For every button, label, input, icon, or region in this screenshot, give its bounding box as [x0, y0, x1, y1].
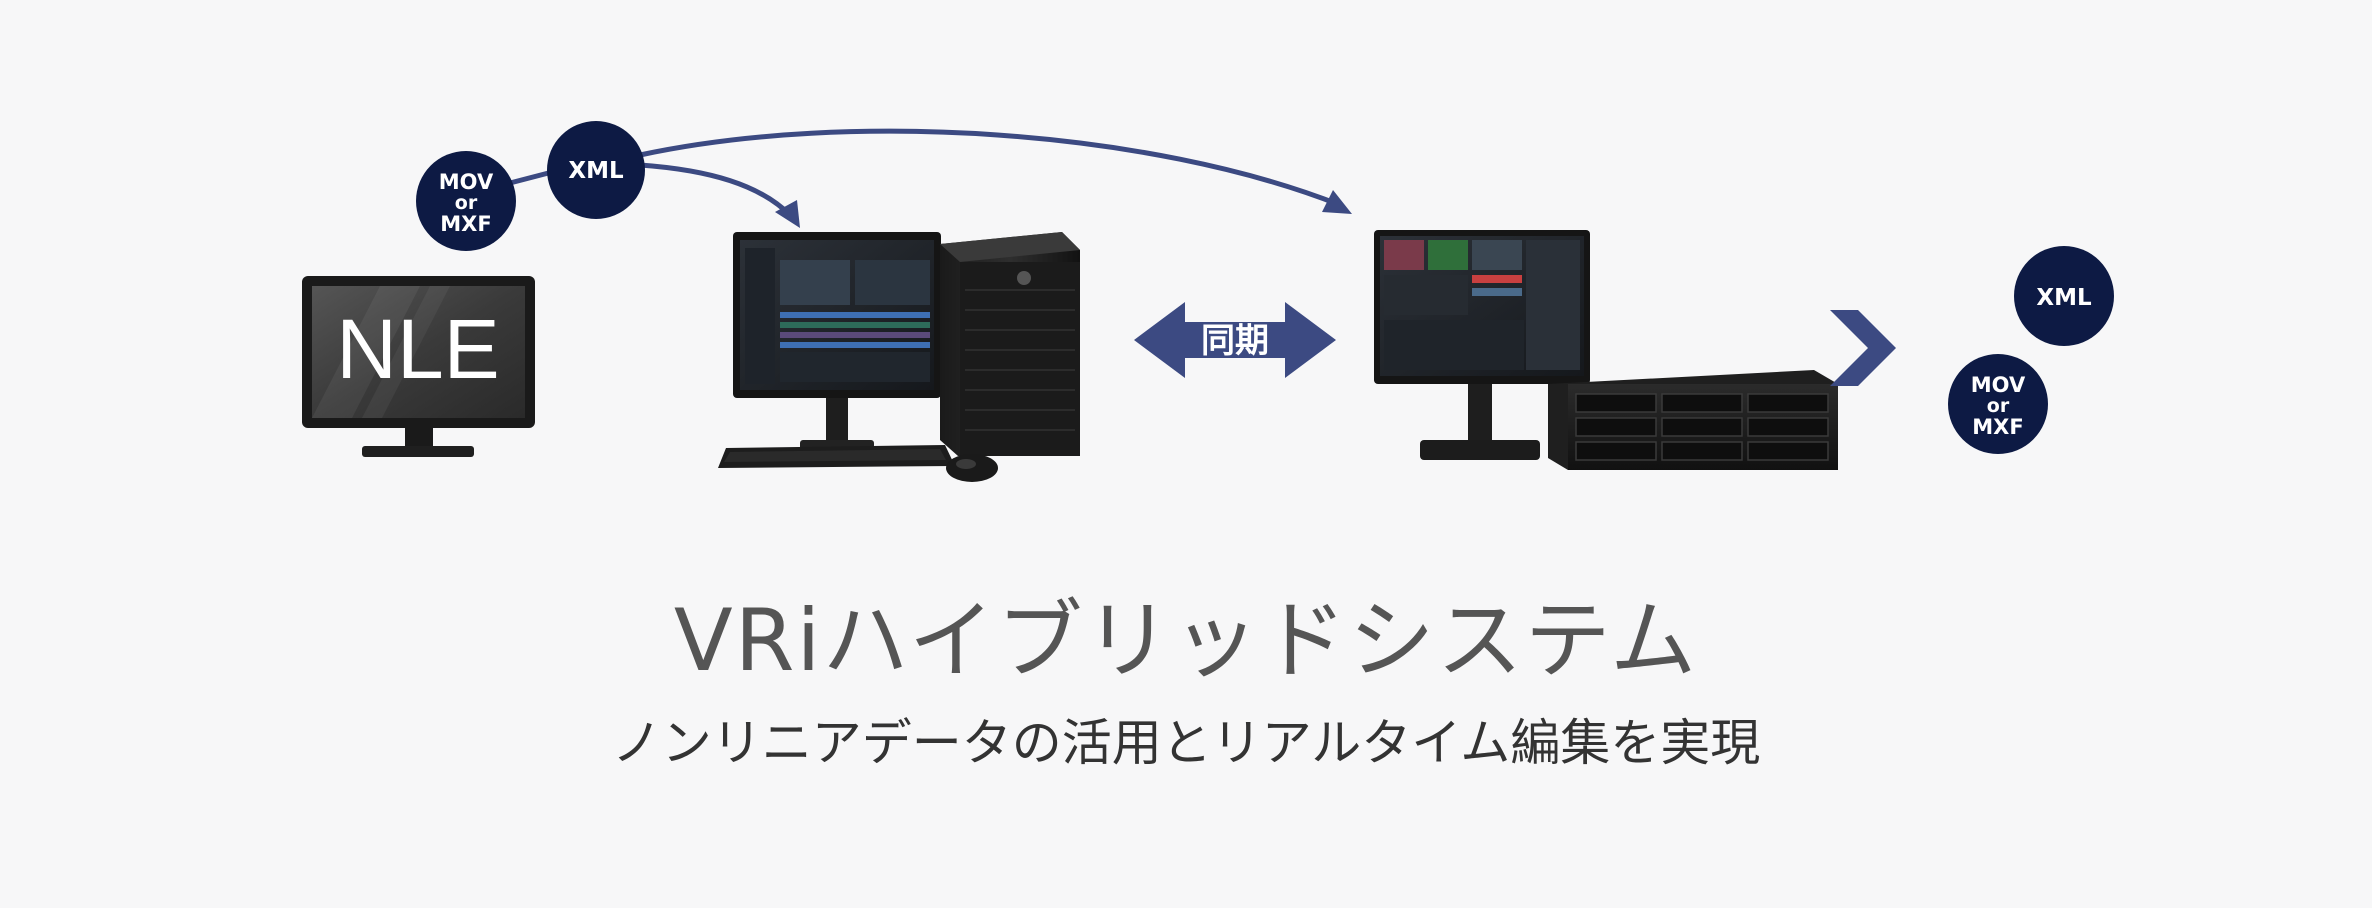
xml-to-recorder-arrowhead	[1322, 190, 1352, 214]
recorder-workstation	[1374, 230, 1838, 470]
badge-text: XML	[2036, 285, 2092, 311]
badge-text: XML	[568, 158, 624, 184]
badge-text-line: MOV	[439, 170, 494, 194]
editing-workstation	[718, 232, 1080, 482]
mov-mxf-badge-left: MOV or MXF	[416, 151, 516, 251]
badge-text-line: or	[455, 192, 478, 214]
nle-monitor: NLE	[302, 276, 535, 457]
page-title: VRiハイブリッドシステム	[673, 591, 1699, 691]
nle-label: NLE	[336, 302, 499, 396]
mov-mxf-badge-right: MOV or MXF	[1948, 354, 2048, 454]
xml-to-recorder-arrow	[639, 128, 1341, 208]
page-subtitle: ノンリニアデータの活用とリアルタイム編集を実現	[611, 714, 1761, 772]
badge-text-line: MXF	[440, 212, 491, 236]
xml-badge-left: XML	[547, 121, 645, 219]
xml-to-editor-arrow	[639, 162, 792, 217]
output-chevron	[1830, 310, 1896, 386]
badge-text-line: or	[1987, 395, 2010, 417]
sync-double-arrow: 同期	[1134, 302, 1336, 378]
badge-text-line: MXF	[1972, 415, 2023, 439]
xml-badge-right: XML	[2014, 246, 2114, 346]
xml-to-editor-arrowhead	[775, 200, 800, 228]
sync-label: 同期	[1201, 321, 1269, 361]
badge-text-line: MOV	[1971, 373, 2026, 397]
